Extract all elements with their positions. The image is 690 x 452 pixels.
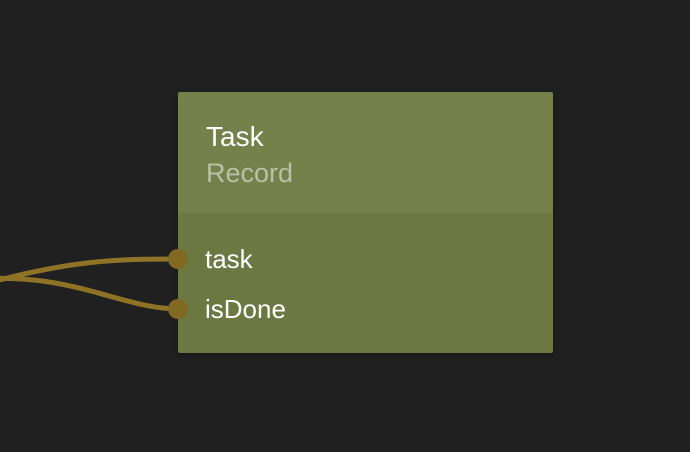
input-port-task[interactable] [168, 249, 188, 269]
node-title: Task [206, 121, 264, 152]
node-body: task isDone [168, 213, 553, 353]
port-row-task: task [168, 234, 553, 284]
node-header[interactable]: Task Record [178, 92, 553, 213]
input-port-isdone[interactable] [168, 299, 188, 319]
wire-to-isdone-port[interactable] [0, 275, 182, 312]
wire-to-task-port[interactable] [0, 256, 182, 288]
node-task[interactable]: Task Record task isDone [168, 92, 553, 353]
port-label-task: task [205, 243, 253, 274]
port-row-isdone: isDone [168, 284, 553, 334]
port-label-isdone: isDone [205, 293, 286, 324]
node-subtitle: Record [206, 158, 294, 188]
